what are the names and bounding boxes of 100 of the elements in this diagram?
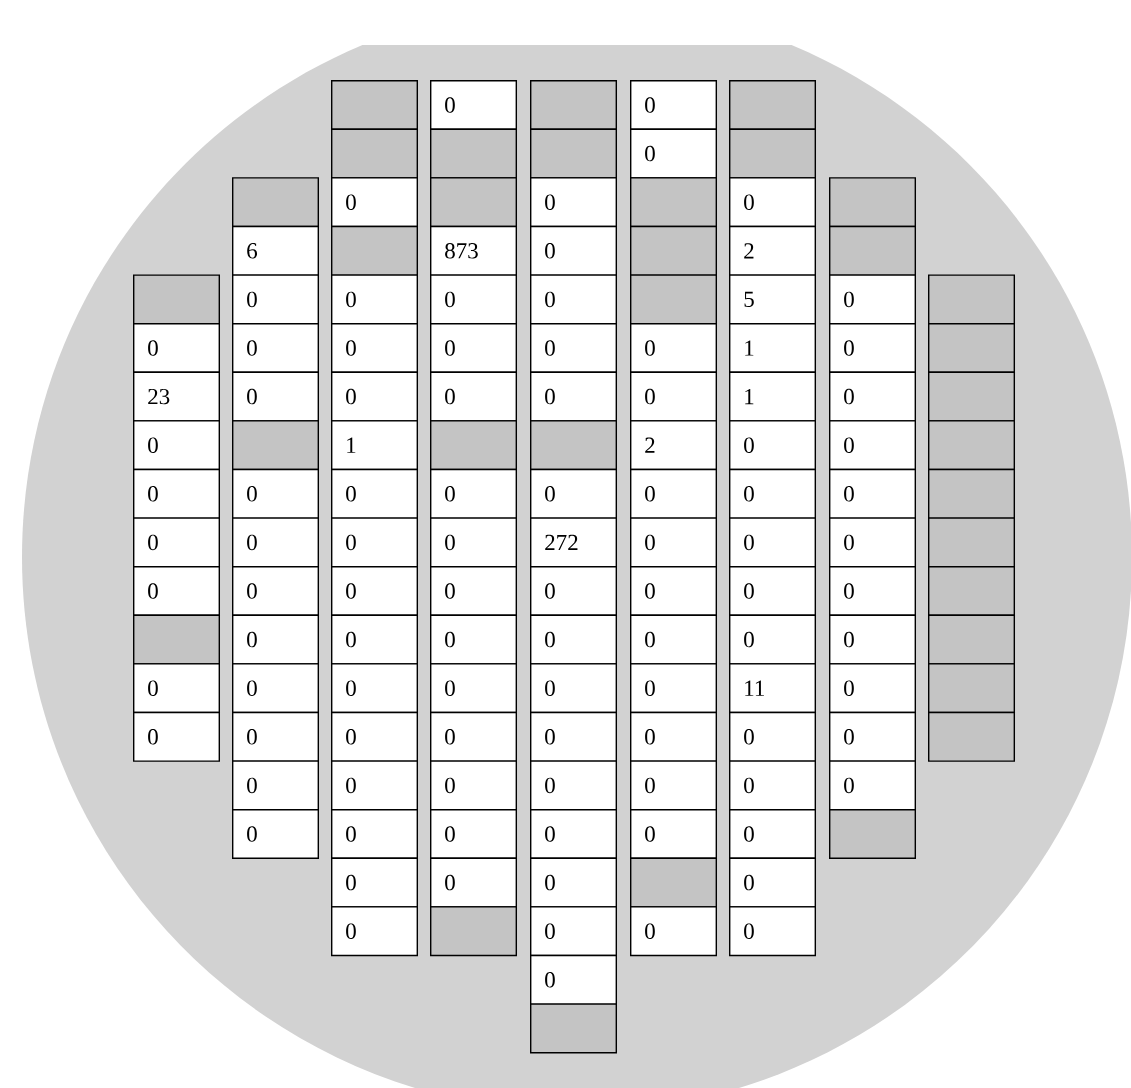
die-cell: 2 xyxy=(630,420,717,471)
die-cell xyxy=(829,809,916,859)
die-cell: 0 xyxy=(729,468,816,519)
die-cell xyxy=(430,906,517,957)
die-cell xyxy=(530,80,617,130)
die-cell: 0 xyxy=(133,663,220,714)
die-cell: 0 xyxy=(630,128,717,179)
die-cell xyxy=(232,177,319,228)
die-cell xyxy=(729,128,816,179)
die-cell: 0 xyxy=(829,614,916,665)
die-cell: 0 xyxy=(829,420,916,471)
die-cell: 0 xyxy=(630,663,717,714)
die-cell: 0 xyxy=(232,614,319,665)
die-cell xyxy=(133,274,220,325)
die-cell: 0 xyxy=(530,225,617,276)
die-cell: 5 xyxy=(729,274,816,325)
die-cell: 2 xyxy=(729,225,816,276)
die-cell: 0 xyxy=(430,80,517,130)
die-cell xyxy=(530,1003,617,1054)
die-cell: 0 xyxy=(630,468,717,519)
die-cell xyxy=(232,420,319,471)
die-cell xyxy=(331,225,418,276)
die-cell xyxy=(430,128,517,179)
die-cell: 0 xyxy=(530,274,617,325)
die-cell: 0 xyxy=(331,711,418,762)
die-cell: 0 xyxy=(630,371,717,422)
die-cell: 0 xyxy=(430,566,517,616)
die-cell: 0 xyxy=(430,663,517,714)
die-cell: 0 xyxy=(729,711,816,762)
die-cell: 0 xyxy=(729,614,816,665)
die-cell: 0 xyxy=(133,468,220,519)
die-cell: 0 xyxy=(630,711,717,762)
die-cell: 6 xyxy=(232,225,319,276)
die-cell: 0 xyxy=(530,906,617,957)
die-cell xyxy=(829,177,916,228)
die-cell: 0 xyxy=(430,760,517,811)
die-cell: 0 xyxy=(331,760,418,811)
die-cell: 0 xyxy=(331,906,418,957)
die-cell: 0 xyxy=(729,809,816,859)
die-cell: 0 xyxy=(530,663,617,714)
die-cell: 0 xyxy=(232,468,319,519)
die-cell: 1 xyxy=(729,371,816,422)
die-cell: 0 xyxy=(133,323,220,373)
die-cell: 0 xyxy=(331,566,418,616)
die-cell: 0 xyxy=(430,857,517,908)
die-cell: 0 xyxy=(530,468,617,519)
die-cell: 0 xyxy=(829,468,916,519)
die-cell: 0 xyxy=(232,663,319,714)
die-cell: 0 xyxy=(331,517,418,568)
die-cell xyxy=(928,371,1015,422)
die-cell xyxy=(133,614,220,665)
die-cell: 0 xyxy=(630,614,717,665)
die-cell: 11 xyxy=(729,663,816,714)
die-cell xyxy=(928,468,1015,519)
die-cell: 0 xyxy=(729,566,816,616)
die-cell: 0 xyxy=(530,177,617,228)
die-cell: 0 xyxy=(729,760,816,811)
die-cell: 0 xyxy=(232,517,319,568)
die-cell: 0 xyxy=(430,711,517,762)
die-cell: 0 xyxy=(829,517,916,568)
die-cell xyxy=(928,711,1015,762)
die-cell xyxy=(630,177,717,228)
die-cell: 0 xyxy=(630,906,717,957)
die-cell: 0 xyxy=(232,323,319,373)
die-cell xyxy=(430,177,517,228)
die-cell: 0 xyxy=(530,954,617,1005)
die-cell xyxy=(530,128,617,179)
die-cell xyxy=(729,80,816,130)
die-cell: 0 xyxy=(133,420,220,471)
die-cell: 0 xyxy=(530,711,617,762)
die-cell: 0 xyxy=(530,566,617,616)
die-cell: 0 xyxy=(829,663,916,714)
die-cell: 0 xyxy=(331,809,418,859)
die-cell: 23 xyxy=(133,371,220,422)
die-cell: 0 xyxy=(729,906,816,957)
die-cell: 0 xyxy=(630,80,717,130)
die-cell: 0 xyxy=(530,857,617,908)
die-cell: 0 xyxy=(232,274,319,325)
die-cell: 0 xyxy=(430,517,517,568)
die-cell: 0 xyxy=(829,760,916,811)
die-cell: 0 xyxy=(232,711,319,762)
die-cell: 0 xyxy=(829,371,916,422)
die-cell xyxy=(530,420,617,471)
die-cell: 0 xyxy=(133,517,220,568)
die-cell: 1 xyxy=(331,420,418,471)
die-cell: 0 xyxy=(331,274,418,325)
die-cell xyxy=(430,420,517,471)
die-cell xyxy=(928,420,1015,471)
die-cell: 0 xyxy=(133,566,220,616)
die-cell: 0 xyxy=(630,809,717,859)
die-cell: 0 xyxy=(331,614,418,665)
die-cell: 0 xyxy=(232,809,319,859)
die-cell: 0 xyxy=(331,857,418,908)
die-cell: 0 xyxy=(331,323,418,373)
die-cell: 0 xyxy=(232,566,319,616)
die-cell: 0 xyxy=(630,323,717,373)
die-cell xyxy=(630,274,717,325)
die-cell: 0 xyxy=(530,371,617,422)
die-cell xyxy=(928,323,1015,373)
die-cell: 0 xyxy=(630,566,717,616)
